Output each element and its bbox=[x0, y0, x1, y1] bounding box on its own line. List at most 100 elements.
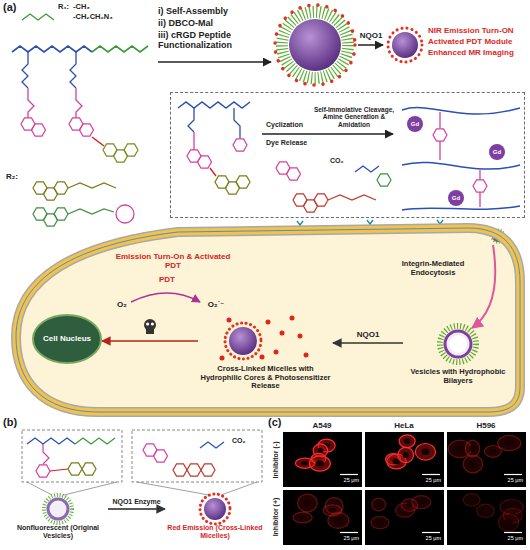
connector-arrow bbox=[102, 340, 198, 342]
dye-dot bbox=[304, 353, 309, 358]
crosslinked-chain bbox=[402, 206, 520, 210]
step-label: ii) DBCO-Mal bbox=[158, 18, 213, 28]
oxygen-label: O₂ bbox=[117, 300, 127, 309]
photosensitizer-dots bbox=[200, 494, 230, 524]
dye-ring bbox=[54, 182, 68, 194]
side-chain bbox=[22, 52, 28, 88]
row-label: Inhibitor (-) bbox=[272, 442, 280, 479]
cell-nucleus-dark bbox=[376, 502, 382, 507]
original-vesicle: Nonfluorescent (Original Vesicles) bbox=[8, 495, 108, 545]
skull-eye bbox=[146, 322, 149, 325]
micrograph: 25 μm bbox=[365, 432, 444, 487]
cell-nucleus: Cell Nucleus bbox=[32, 314, 102, 364]
enzyme-label: NQO1 bbox=[360, 31, 383, 40]
crosslink bbox=[439, 112, 440, 128]
stained-cell bbox=[465, 440, 479, 457]
node-text: Self-Immolative Cleavage, Amine Generati… bbox=[311, 106, 397, 128]
stained-cell bbox=[371, 516, 389, 528]
leader-line bbox=[137, 482, 209, 495]
label-slot: R₁: bbox=[58, 3, 69, 12]
photosensitizer-dots bbox=[225, 323, 261, 359]
edge-label-slot: NQO1 Enzyme bbox=[112, 498, 160, 506]
label-slot: Gd bbox=[493, 149, 501, 156]
cell-nucleus-dark bbox=[455, 445, 464, 452]
stained-cell bbox=[415, 443, 435, 460]
polymer-backbone bbox=[178, 102, 250, 108]
leader-line bbox=[221, 482, 257, 495]
skull-jaw bbox=[146, 329, 154, 334]
r1-chain bbox=[22, 14, 54, 20]
vesicle: Vesicles with Hydrophobic Bilayers bbox=[403, 322, 513, 388]
gd-complex bbox=[489, 144, 505, 160]
stained-cell bbox=[484, 446, 501, 458]
node-text: 25 μm bbox=[413, 477, 441, 483]
micelle-core bbox=[204, 498, 226, 520]
dye-ring bbox=[54, 208, 68, 220]
text-slot: Cyclization bbox=[266, 121, 318, 129]
cell-nucleus-dark bbox=[301, 461, 309, 465]
text-slot: Vesicles with Hydrophobic Bilayers bbox=[403, 368, 513, 385]
cell-nucleus-dark bbox=[468, 497, 475, 502]
group-name: -CH₃ bbox=[73, 3, 90, 12]
dye-ring bbox=[173, 464, 187, 476]
amine-fragment bbox=[355, 166, 379, 172]
skull-icon bbox=[144, 319, 156, 334]
cell-outline bbox=[16, 228, 520, 412]
panel-letter: (c) bbox=[268, 416, 281, 429]
label-slot: NQO1 bbox=[360, 31, 383, 40]
feature-label: Activated PDT Module bbox=[428, 37, 512, 46]
side-chain bbox=[234, 108, 240, 138]
node-text: Cross-Linked Micelles with Hydrophilic C… bbox=[198, 365, 333, 391]
micrograph: 25 μm bbox=[447, 490, 526, 545]
stained-cell bbox=[293, 512, 312, 523]
node-text: 25 μm bbox=[331, 477, 359, 483]
dye-bond bbox=[50, 469, 68, 471]
micrograph: 25 μm bbox=[283, 432, 362, 487]
amine-ring bbox=[377, 174, 391, 186]
text-slot: Emission Turn-On & Activated PDT bbox=[113, 252, 233, 270]
dye-ring bbox=[201, 464, 215, 476]
dye-ring bbox=[236, 176, 250, 188]
gd-label: Gd bbox=[493, 149, 501, 156]
connector-arrow bbox=[108, 508, 165, 510]
text-slot: 25 μm bbox=[331, 535, 359, 541]
node-text: Integrin-Mediated Endocytosis bbox=[388, 260, 478, 277]
cell-decorations bbox=[131, 220, 504, 361]
group-name: -CH₂CH₂N₃ bbox=[73, 13, 113, 22]
scale-bar bbox=[340, 474, 358, 475]
stained-cell bbox=[463, 494, 480, 506]
edge-label: NQO1 bbox=[357, 331, 380, 340]
micrograph-ground bbox=[365, 432, 444, 487]
label-slot: (c) bbox=[268, 416, 281, 429]
assembly-arrow bbox=[158, 61, 271, 63]
label-slot: ii) DBCO-Mal bbox=[158, 18, 213, 28]
molecule-label: CO₂ bbox=[232, 437, 246, 445]
cell-nucleus-dark bbox=[403, 452, 409, 458]
micelle-core bbox=[289, 19, 341, 71]
amide-ring bbox=[433, 129, 447, 141]
mechanism-structures bbox=[178, 102, 520, 212]
cell-body bbox=[297, 494, 317, 512]
node-text: Vesicles with Hydrophobic Bilayers bbox=[403, 368, 513, 385]
skull-eye bbox=[151, 322, 154, 325]
dye-ring bbox=[314, 194, 328, 206]
text-slot: Cross-Linked Micelles with Hydrophilic C… bbox=[198, 365, 333, 391]
scale-bar bbox=[422, 532, 440, 533]
cell-nucleus-dark bbox=[504, 519, 512, 526]
cytoplasm bbox=[16, 228, 520, 412]
leader-line bbox=[27, 482, 52, 495]
dye-dot bbox=[266, 320, 271, 325]
scale-bar bbox=[504, 474, 522, 475]
micrograph-ground bbox=[447, 432, 526, 487]
linker-chain bbox=[76, 88, 82, 118]
dye-dot bbox=[298, 334, 303, 339]
molecule-label: CO₂ bbox=[330, 157, 344, 165]
cell-nucleus-dark bbox=[299, 515, 307, 519]
macrocycle bbox=[116, 205, 134, 223]
step-label: iii) cRGD Peptide Functionalization bbox=[158, 30, 276, 51]
gd-complex bbox=[407, 116, 423, 132]
cell-nucleus-dark bbox=[318, 448, 324, 453]
stained-cell bbox=[498, 435, 521, 450]
stained-cell bbox=[372, 498, 386, 511]
